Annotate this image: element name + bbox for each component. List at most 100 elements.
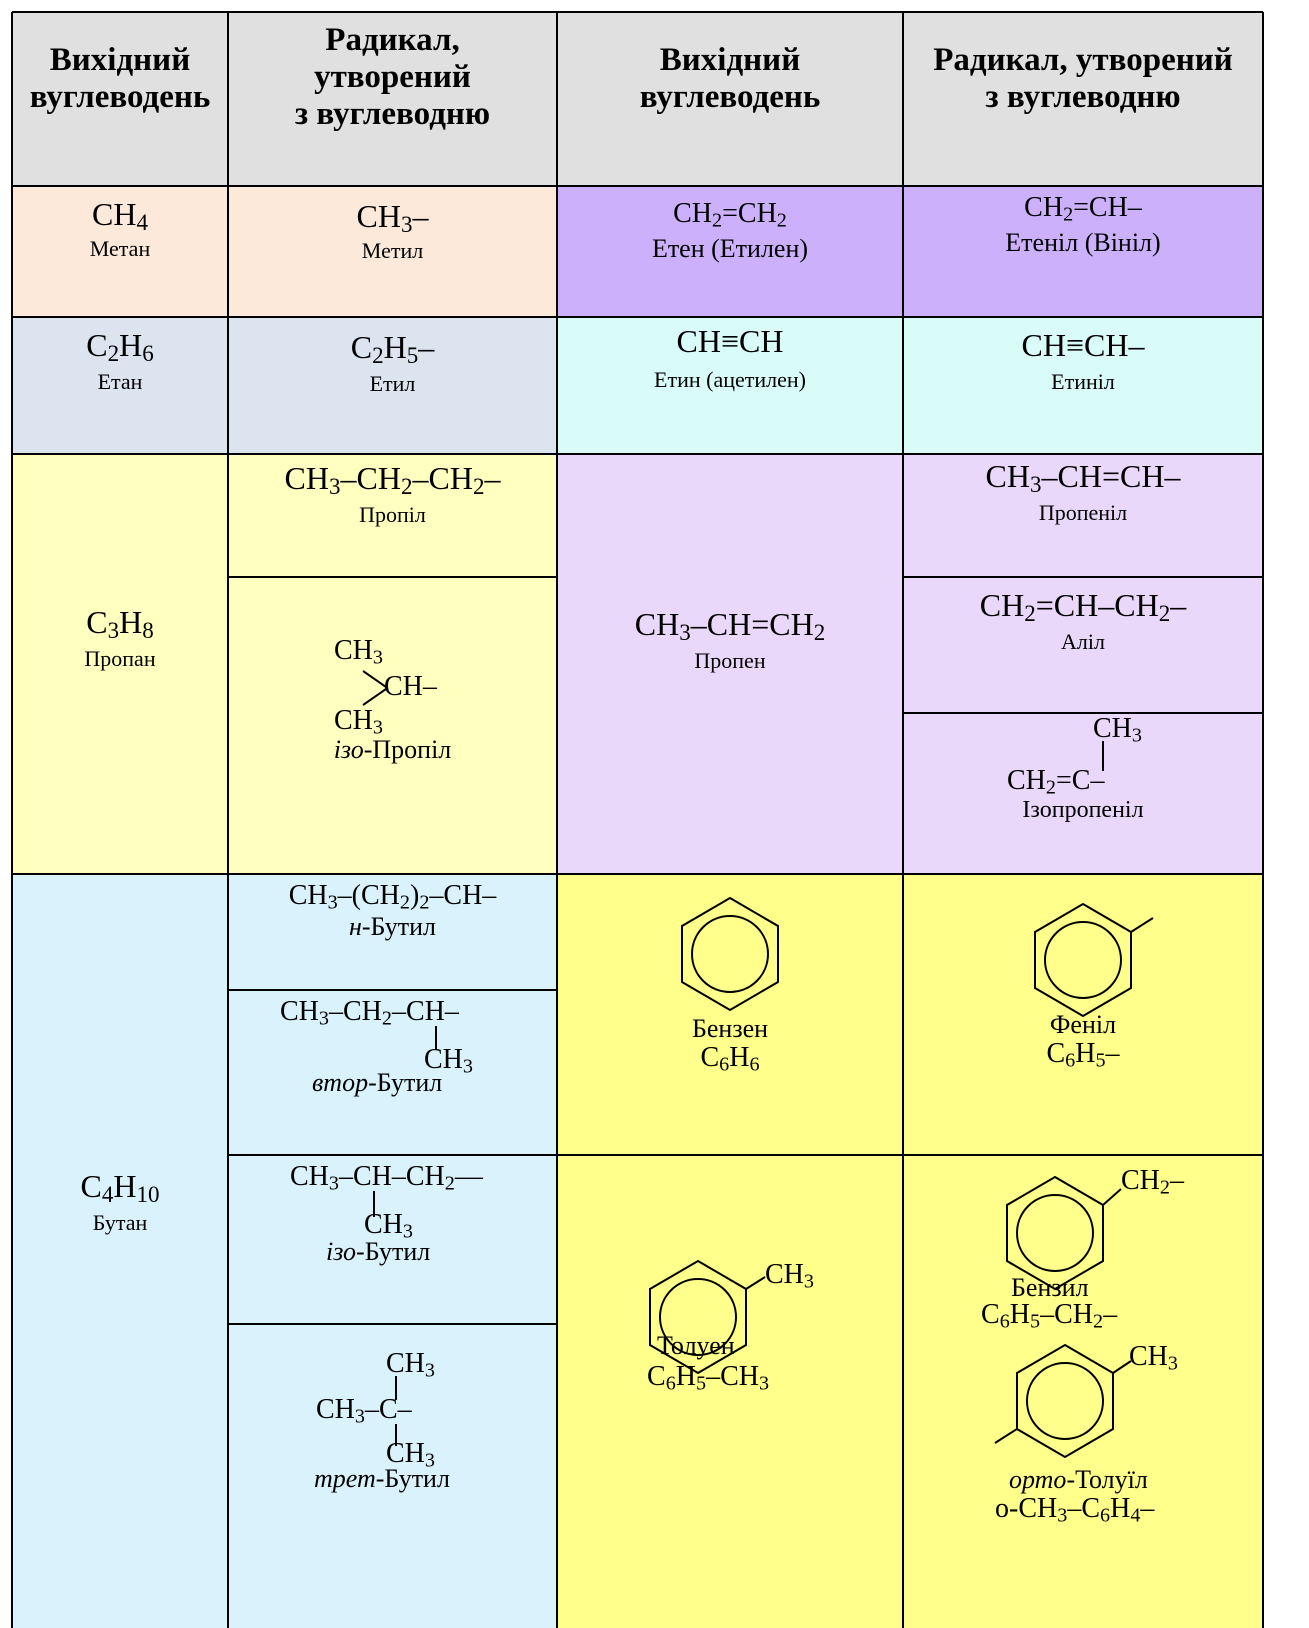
isopropenyl-bond [1102, 741, 1104, 771]
methane-row-bg [12, 186, 557, 317]
tert-butyl-main: CH3–C– [316, 1394, 412, 1428]
benzene-ring-icon [681, 896, 779, 1012]
methane-name: Метан [89, 236, 151, 261]
benzene-formula: C6H6 [700, 1042, 760, 1076]
n-butyl-name: н-Бутил [228, 912, 557, 942]
iso-butyl-cell: CH3–CH–CH2— CH3 ізо-Бутил [228, 1155, 557, 1324]
phenyl-formula: C6H5– [1046, 1038, 1120, 1072]
header-col3-line1: Вихідний [659, 42, 801, 78]
butane-name: Бутан [92, 1210, 148, 1235]
toluene-ring-icon [649, 1259, 766, 1375]
methyl-name: Метил [361, 238, 424, 263]
sec-butyl-formula: CH3–CH2–CH– [280, 996, 459, 1030]
header-col4-line2: з вуглеводню [985, 79, 1181, 115]
propene-formula: CH3–CH=CH2 [634, 606, 826, 646]
propene-cell: CH3–CH=CH2 Пропен [557, 454, 903, 874]
ethyl-formula: C2H5– [350, 329, 435, 369]
ethynyl-name: Етиніл [1051, 369, 1115, 394]
isopropenyl-name: Ізопропеніл [1022, 797, 1144, 823]
propene-name: Пропен [694, 648, 766, 673]
allyl-cell: CH2=CH–CH2– Аліл [903, 577, 1263, 713]
ethyne-name: Етин (ацетилен) [654, 367, 806, 392]
toluene-ch3: CH3 [765, 1259, 814, 1293]
iso-butyl-name: ізо-Бутил [326, 1237, 430, 1267]
iso-butyl-bond [373, 1191, 375, 1217]
header-col4-line1: Радикал, утворений [933, 42, 1233, 78]
isopropyl-bonds [362, 670, 387, 706]
ethyne-cell: CH≡CH Етин (ацетилен) [557, 317, 903, 454]
iso-butyl-prefix: ізо [326, 1237, 357, 1266]
ethynyl-formula: CH≡CH– [1021, 327, 1145, 363]
benzyl-ring-icon [1006, 1175, 1122, 1291]
isopropyl-prefix: ізо [333, 735, 364, 764]
tolyl-prefix: орто [1009, 1465, 1067, 1494]
propyl-cell: CH3–CH2–CH2– Пропіл [228, 454, 557, 577]
tolyl-ring-icon [994, 1343, 1132, 1459]
ethenyl-cell: CH2=CH– Етеніл (Вініл) [903, 186, 1263, 317]
header-col1-line2: вуглеводень [29, 79, 211, 115]
tert-butyl-prefix: трет [314, 1464, 376, 1493]
sec-butyl-cell: CH3–CH2–CH– CH3 втор-Бутил [228, 990, 557, 1155]
iso-butyl-formula: CH3–CH–CH2— [290, 1161, 483, 1195]
tert-butyl-ch3-top: CH3 [386, 1348, 435, 1382]
ethene-row-bg [557, 186, 1263, 317]
propane-block-bg [12, 454, 557, 874]
allyl-name: Аліл [1061, 629, 1105, 654]
benzene-cell: Бензен C6H6 [557, 874, 903, 1155]
header-col2-line3: з вуглеводню [294, 96, 491, 132]
tert-butyl-cell: CH3 CH3–C– CH3 трет-Бутил [228, 1324, 557, 1628]
tolyl-rest: -Толуїл [1066, 1465, 1148, 1494]
ethane-row-bg [12, 317, 557, 454]
tert-butyl-bonds [395, 1376, 397, 1446]
header-col2: Радикал, утворений з вуглеводню [228, 12, 557, 186]
tert-butyl-name: трет-Бутил [314, 1464, 450, 1494]
propene-block-bg [557, 454, 1263, 874]
propane-formula: C3H8 [86, 604, 154, 644]
ethene-cell: CH2=CH2 Етен (Етилен) [557, 186, 903, 317]
ethyne-row-bg [557, 317, 1263, 454]
ethene-name: Етен (Етилен) [651, 234, 809, 263]
methane-formula: CH4 [92, 196, 148, 236]
isopropenyl-main: CH2=C– [1007, 765, 1105, 799]
iso-butyl-ch3: CH3 [364, 1209, 413, 1243]
n-butyl-cell: CH3–(CH2)2–CH– н-Бутил [228, 874, 557, 990]
butane-block-bg [12, 874, 557, 1628]
ethyl-cell: C2H5– Етил [228, 317, 557, 454]
methyl-cell: CH3– Метил [228, 186, 557, 317]
n-butyl-formula: CH3–(CH2)2–CH– [288, 880, 497, 914]
isopropyl-rest: -Пропіл [363, 735, 452, 764]
ethenyl-name: Етеніл (Вініл) [1005, 228, 1161, 257]
ethyne-formula: CH≡CH [676, 323, 784, 359]
tolyl-name: орто-Толуїл [1009, 1465, 1148, 1495]
toluene-cell: CH3 Толуен C6H5–CH3 [557, 1155, 903, 1628]
propenyl-cell: CH3–CH=CH– Пропеніл [903, 454, 1263, 577]
propenyl-formula: CH3–CH=CH– [985, 458, 1181, 498]
ethynyl-cell: CH≡CH– Етиніл [903, 317, 1263, 454]
toluene-formula: C6H5–CH3 [647, 1361, 770, 1395]
phenyl-ring-icon [1034, 902, 1154, 1018]
header-col4: Радикал, утворений з вуглеводню [903, 12, 1263, 186]
header-col3: Вихідний вуглеводень [557, 12, 903, 186]
propenyl-name: Пропеніл [1038, 500, 1128, 525]
tert-butyl-ch3-bottom: CH3 [386, 1438, 435, 1472]
n-butyl-prefix: н [348, 912, 362, 941]
benzyl-ch2: CH2– [1121, 1165, 1184, 1199]
aromatic-block-bg [557, 874, 1263, 1628]
tert-butyl-rest: -Бутил [375, 1464, 450, 1493]
isopropyl-cell: CH3 CH– CH3 ізо-Пропіл [228, 577, 557, 874]
butane-formula: C4H10 [80, 1168, 160, 1208]
propyl-name: Пропіл [359, 502, 426, 527]
header-col3-line2: вуглеводень [639, 79, 821, 115]
sec-butyl-prefix: втор [312, 1068, 369, 1097]
phenyl-cell: Феніл C6H5– [903, 874, 1263, 1155]
header-col1-line1: Вихідний [49, 42, 191, 78]
ethane-name: Етан [97, 369, 143, 394]
ethane-formula: C2H6 [86, 327, 154, 367]
iso-butyl-rest: -Бутил [356, 1237, 431, 1266]
benzyl-tolyl-cell: CH2– Бензил C6H5–CH2– CH3 орто-Толуїл o-… [903, 1155, 1263, 1628]
methyl-formula: CH3– [356, 198, 429, 238]
ethyl-name: Етил [369, 371, 416, 396]
sec-butyl-name: втор-Бутил [312, 1068, 442, 1098]
ethane-cell: C2H6 Етан [12, 317, 228, 454]
isopropyl-ch3-top: CH3 [334, 635, 383, 669]
